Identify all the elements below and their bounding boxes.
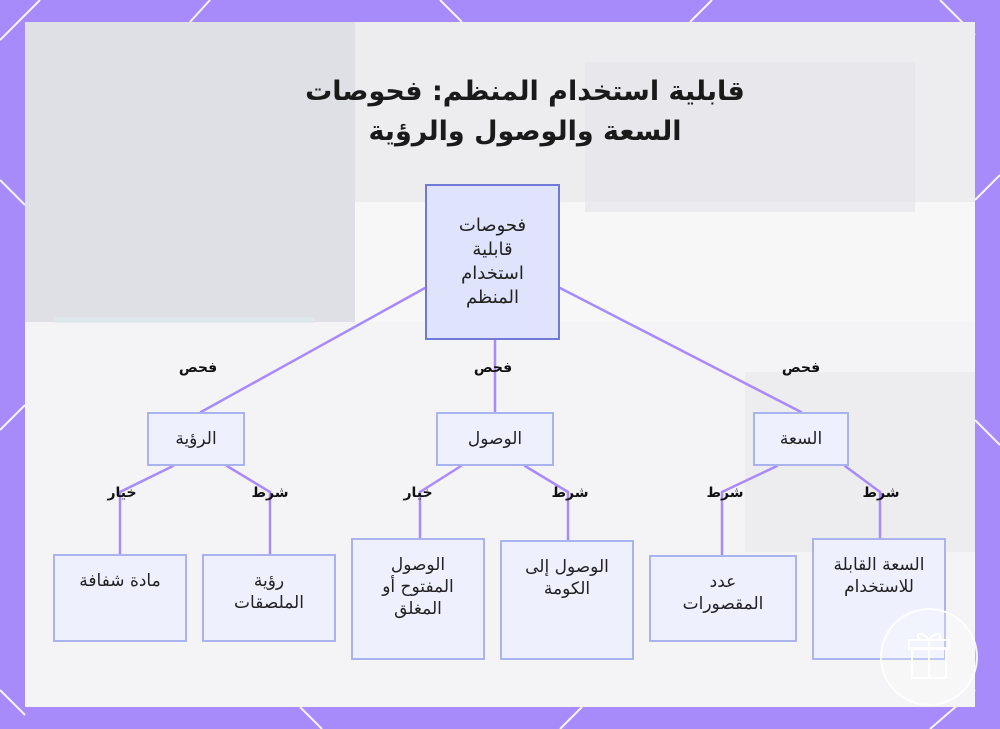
node-open-closed-access-label: الوصول المفتوح أو المغلق	[368, 554, 468, 620]
node-label-visibility-label: رؤية الملصقات	[219, 570, 319, 614]
node-access-label: الوصول	[468, 428, 522, 450]
edge-label-stack-access: شرط	[551, 485, 588, 501]
node-vision: الرؤية	[147, 412, 245, 466]
edge-label-label-visibility: شرط	[251, 485, 288, 501]
node-transparent-material: مادة شفافة	[53, 554, 187, 642]
edge-label-open-closed-access: خيار	[403, 485, 432, 501]
edge-label-usable-capacity: شرط	[862, 485, 899, 501]
gift-icon	[882, 610, 976, 704]
node-stack-access-label: الوصول إلى الكومة	[517, 556, 617, 600]
node-access: الوصول	[436, 412, 554, 466]
edge-label-compartment-count: شرط	[706, 485, 743, 501]
edge-label-access: فحص	[474, 360, 512, 376]
node-usable-capacity-label: السعة القابلة للاستخدام	[829, 554, 929, 598]
edge-label-vision: فحص	[179, 360, 217, 376]
node-vision-label: الرؤية	[175, 428, 216, 450]
node-label-visibility: رؤية الملصقات	[202, 554, 336, 642]
diagram-panel: قابلية استخدام المنظم: فحوصات السعة والو…	[25, 22, 975, 707]
node-stack-access: الوصول إلى الكومة	[500, 540, 634, 660]
node-compartment-count: عدد المقصورات	[649, 555, 797, 642]
node-root: فحوصات قابلية استخدام المنظم	[425, 184, 560, 340]
node-transparent-material-label: مادة شفافة	[79, 570, 160, 592]
node-root-label: فحوصات قابلية استخدام المنظم	[443, 214, 543, 310]
edge-label-capacity: فحص	[782, 360, 820, 376]
node-capacity-label: السعة	[780, 428, 822, 450]
node-open-closed-access: الوصول المفتوح أو المغلق	[351, 538, 485, 660]
edge-label-transparent-material: خيار	[107, 485, 136, 501]
node-capacity: السعة	[753, 412, 849, 466]
watermark-badge	[880, 608, 978, 706]
node-compartment-count-label: عدد المقصورات	[668, 571, 778, 615]
